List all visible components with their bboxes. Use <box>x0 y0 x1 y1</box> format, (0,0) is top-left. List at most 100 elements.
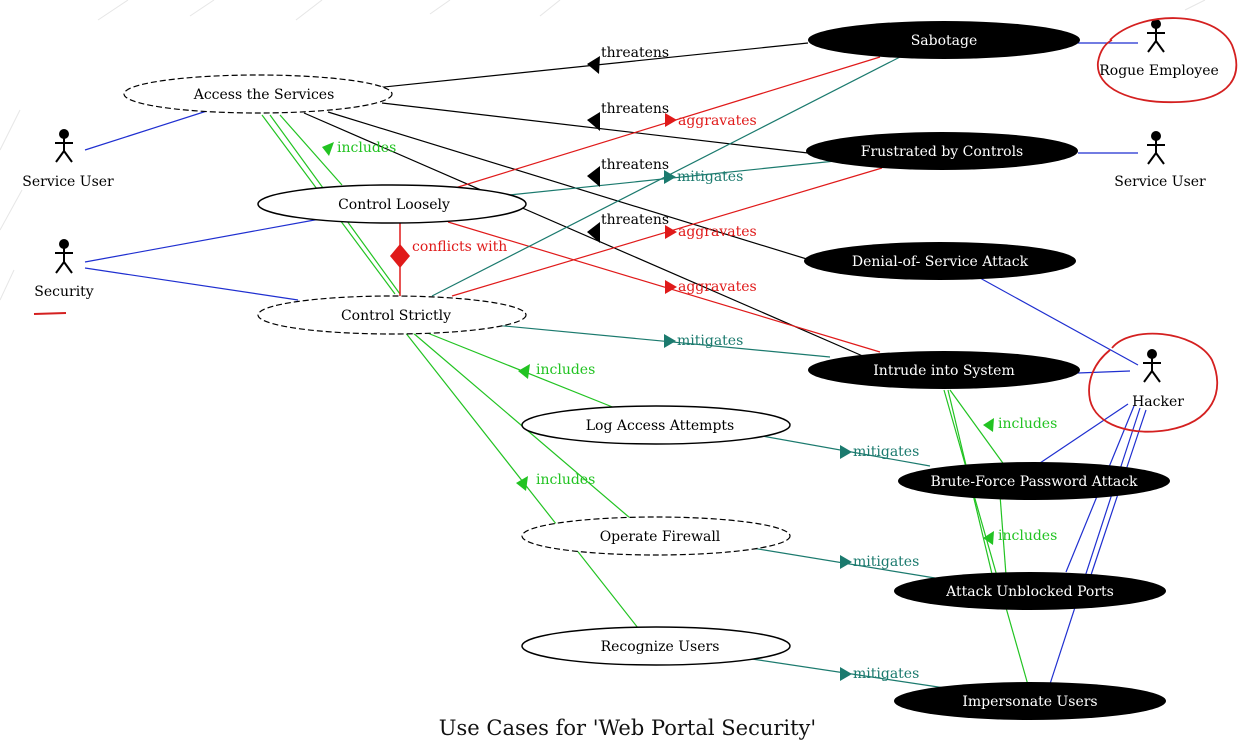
thr-arrow-2 <box>587 112 600 131</box>
use-case-log-access-attempts: Log Access Attempts <box>521 405 791 445</box>
label-threatens-2: threatens <box>601 101 669 117</box>
diagram-caption: Use Cases for 'Web Portal Security' <box>438 716 817 740</box>
mit-arrow-3 <box>840 445 852 459</box>
label-includes-3: includes <box>536 472 595 488</box>
security-underline-annotation <box>33 312 67 315</box>
actor-figure-icon <box>59 129 69 139</box>
agg-arrow-1 <box>665 113 677 127</box>
actor-service-user-left <box>55 129 73 163</box>
brute-force-label: Brute-Force Password Attack <box>930 474 1138 490</box>
aggravates-arrowheads <box>665 113 677 294</box>
control-strictly-label: Control Strictly <box>341 308 451 324</box>
mit-arrow-1 <box>664 170 676 184</box>
label-includes-4: includes <box>998 416 1057 432</box>
control-loosely-label: Control Loosely <box>338 197 450 213</box>
inc-arrow-5 <box>983 531 994 545</box>
actor-figure-icon <box>1147 349 1157 359</box>
thr-frustrated-access <box>381 102 809 154</box>
use-case-control-strictly: Control Strictly <box>257 295 527 335</box>
inc-access-control-loosely <box>279 114 343 186</box>
inc-arrow-3 <box>516 476 528 491</box>
service-user-right-label: Service User <box>1114 174 1206 190</box>
thr-dos-access <box>327 111 811 261</box>
thr-intrude-access <box>303 112 866 358</box>
mit-log-brute <box>744 432 931 467</box>
misuse-case-attack-unblocked-ports: Attack Unblocked Ports <box>894 572 1166 610</box>
assoc-hacker-bruteforce <box>1039 403 1129 464</box>
label-mitigates-5: mitigates <box>853 666 919 682</box>
conflicts-diamond <box>390 244 410 268</box>
assoc-dos-hacker <box>979 277 1139 366</box>
service-user-left-label: Service User <box>22 174 114 190</box>
misuse-case-sabotage: Sabotage <box>808 21 1080 59</box>
label-mitigates-3: mitigates <box>853 444 919 460</box>
thr-arrow-3 <box>587 166 600 187</box>
label-threatens-3: threatens <box>601 157 669 173</box>
inc-arrow-4 <box>983 418 994 432</box>
impersonate-users-label: Impersonate Users <box>962 694 1097 710</box>
thr-arrow-1 <box>587 56 600 74</box>
rogue-employee-label: Rogue Employee <box>1099 63 1219 79</box>
background-strokes <box>0 0 1206 301</box>
actor-service-user-right <box>1147 131 1165 165</box>
label-includes-5: includes <box>998 528 1057 544</box>
label-includes-1: includes <box>337 140 396 156</box>
label-threatens-1: threatens <box>601 45 669 61</box>
threatens-arrowheads <box>587 56 600 243</box>
actor-hacker <box>1143 349 1161 383</box>
includes-arrowheads <box>322 142 994 545</box>
mitigates-arrowheads <box>664 170 852 681</box>
misuse-case-frustrated-by-controls: Frustrated by Controls <box>806 132 1078 170</box>
label-mitigates-2: mitigates <box>677 333 743 349</box>
misuse-case-impersonate-users: Impersonate Users <box>894 682 1166 720</box>
assoc-security-control-loosely <box>84 218 321 263</box>
label-includes-2: includes <box>536 362 595 378</box>
label-conflicts-with: conflicts with <box>412 239 507 255</box>
agg-arrow-2 <box>665 225 677 239</box>
agg-arrow-3 <box>665 280 677 294</box>
actor-rogue-employee <box>1147 19 1165 53</box>
mit-arrow-4 <box>840 555 852 569</box>
inc-intrude-brute <box>949 389 1006 467</box>
label-threatens-4: threatens <box>601 212 669 228</box>
threatens-lines <box>303 42 866 358</box>
use-case-operate-firewall: Operate Firewall <box>521 516 791 556</box>
thr-sabotage-access <box>354 42 809 91</box>
actor-figure-icon <box>59 239 69 249</box>
assoc-intrude-hacker <box>1077 370 1131 374</box>
log-access-attempts-label: Log Access Attempts <box>586 418 734 434</box>
label-mitigates-4: mitigates <box>853 554 919 570</box>
hacker-circle-annotation <box>1088 332 1219 433</box>
frustrated-by-controls-label: Frustrated by Controls <box>861 144 1023 160</box>
misuse-case-denial-of-service: Denial-of- Service Attack <box>804 242 1076 280</box>
security-label: Security <box>34 284 94 300</box>
rogue-employee-circle-annotation <box>1097 17 1238 104</box>
hacker-label: Hacker <box>1132 394 1184 410</box>
access-the-services-label: Access the Services <box>193 87 335 103</box>
inc-arrow-2 <box>518 364 530 379</box>
assoc-service-user-access <box>84 109 211 151</box>
inc-strictly-firewall <box>411 331 631 519</box>
intrude-into-system-label: Intrude into System <box>873 363 1014 379</box>
assoc-security-control-strictly <box>84 267 299 301</box>
attack-unblocked-ports-label: Attack Unblocked Ports <box>945 584 1114 600</box>
misuse-case-intrude-into-system: Intrude into System <box>808 351 1080 389</box>
relationship-labels: threatens threatens threatens threatens … <box>337 45 1057 682</box>
mit-strictly-intrude <box>493 324 831 358</box>
use-case-control-loosely: Control Loosely <box>257 184 527 224</box>
sabotage-label: Sabotage <box>911 33 978 49</box>
inc-arrow-1 <box>322 142 334 156</box>
label-aggravates-2: aggravates <box>678 224 757 240</box>
label-aggravates-1: aggravates <box>678 113 757 129</box>
inc-brute-unblocked <box>999 494 1007 576</box>
recognize-users-label: Recognize Users <box>601 639 720 655</box>
misuse-case-brute-force: Brute-Force Password Attack <box>898 462 1170 500</box>
denial-of-service-label: Denial-of- Service Attack <box>852 254 1029 270</box>
actor-security <box>55 239 73 274</box>
agg-loosely-intrude <box>447 221 881 353</box>
actor-figure-icon <box>1151 131 1161 141</box>
mit-arrow-2 <box>664 334 676 348</box>
label-mitigates-1: mitigates <box>677 169 743 185</box>
use-case-access-the-services: Access the Services <box>123 74 393 114</box>
